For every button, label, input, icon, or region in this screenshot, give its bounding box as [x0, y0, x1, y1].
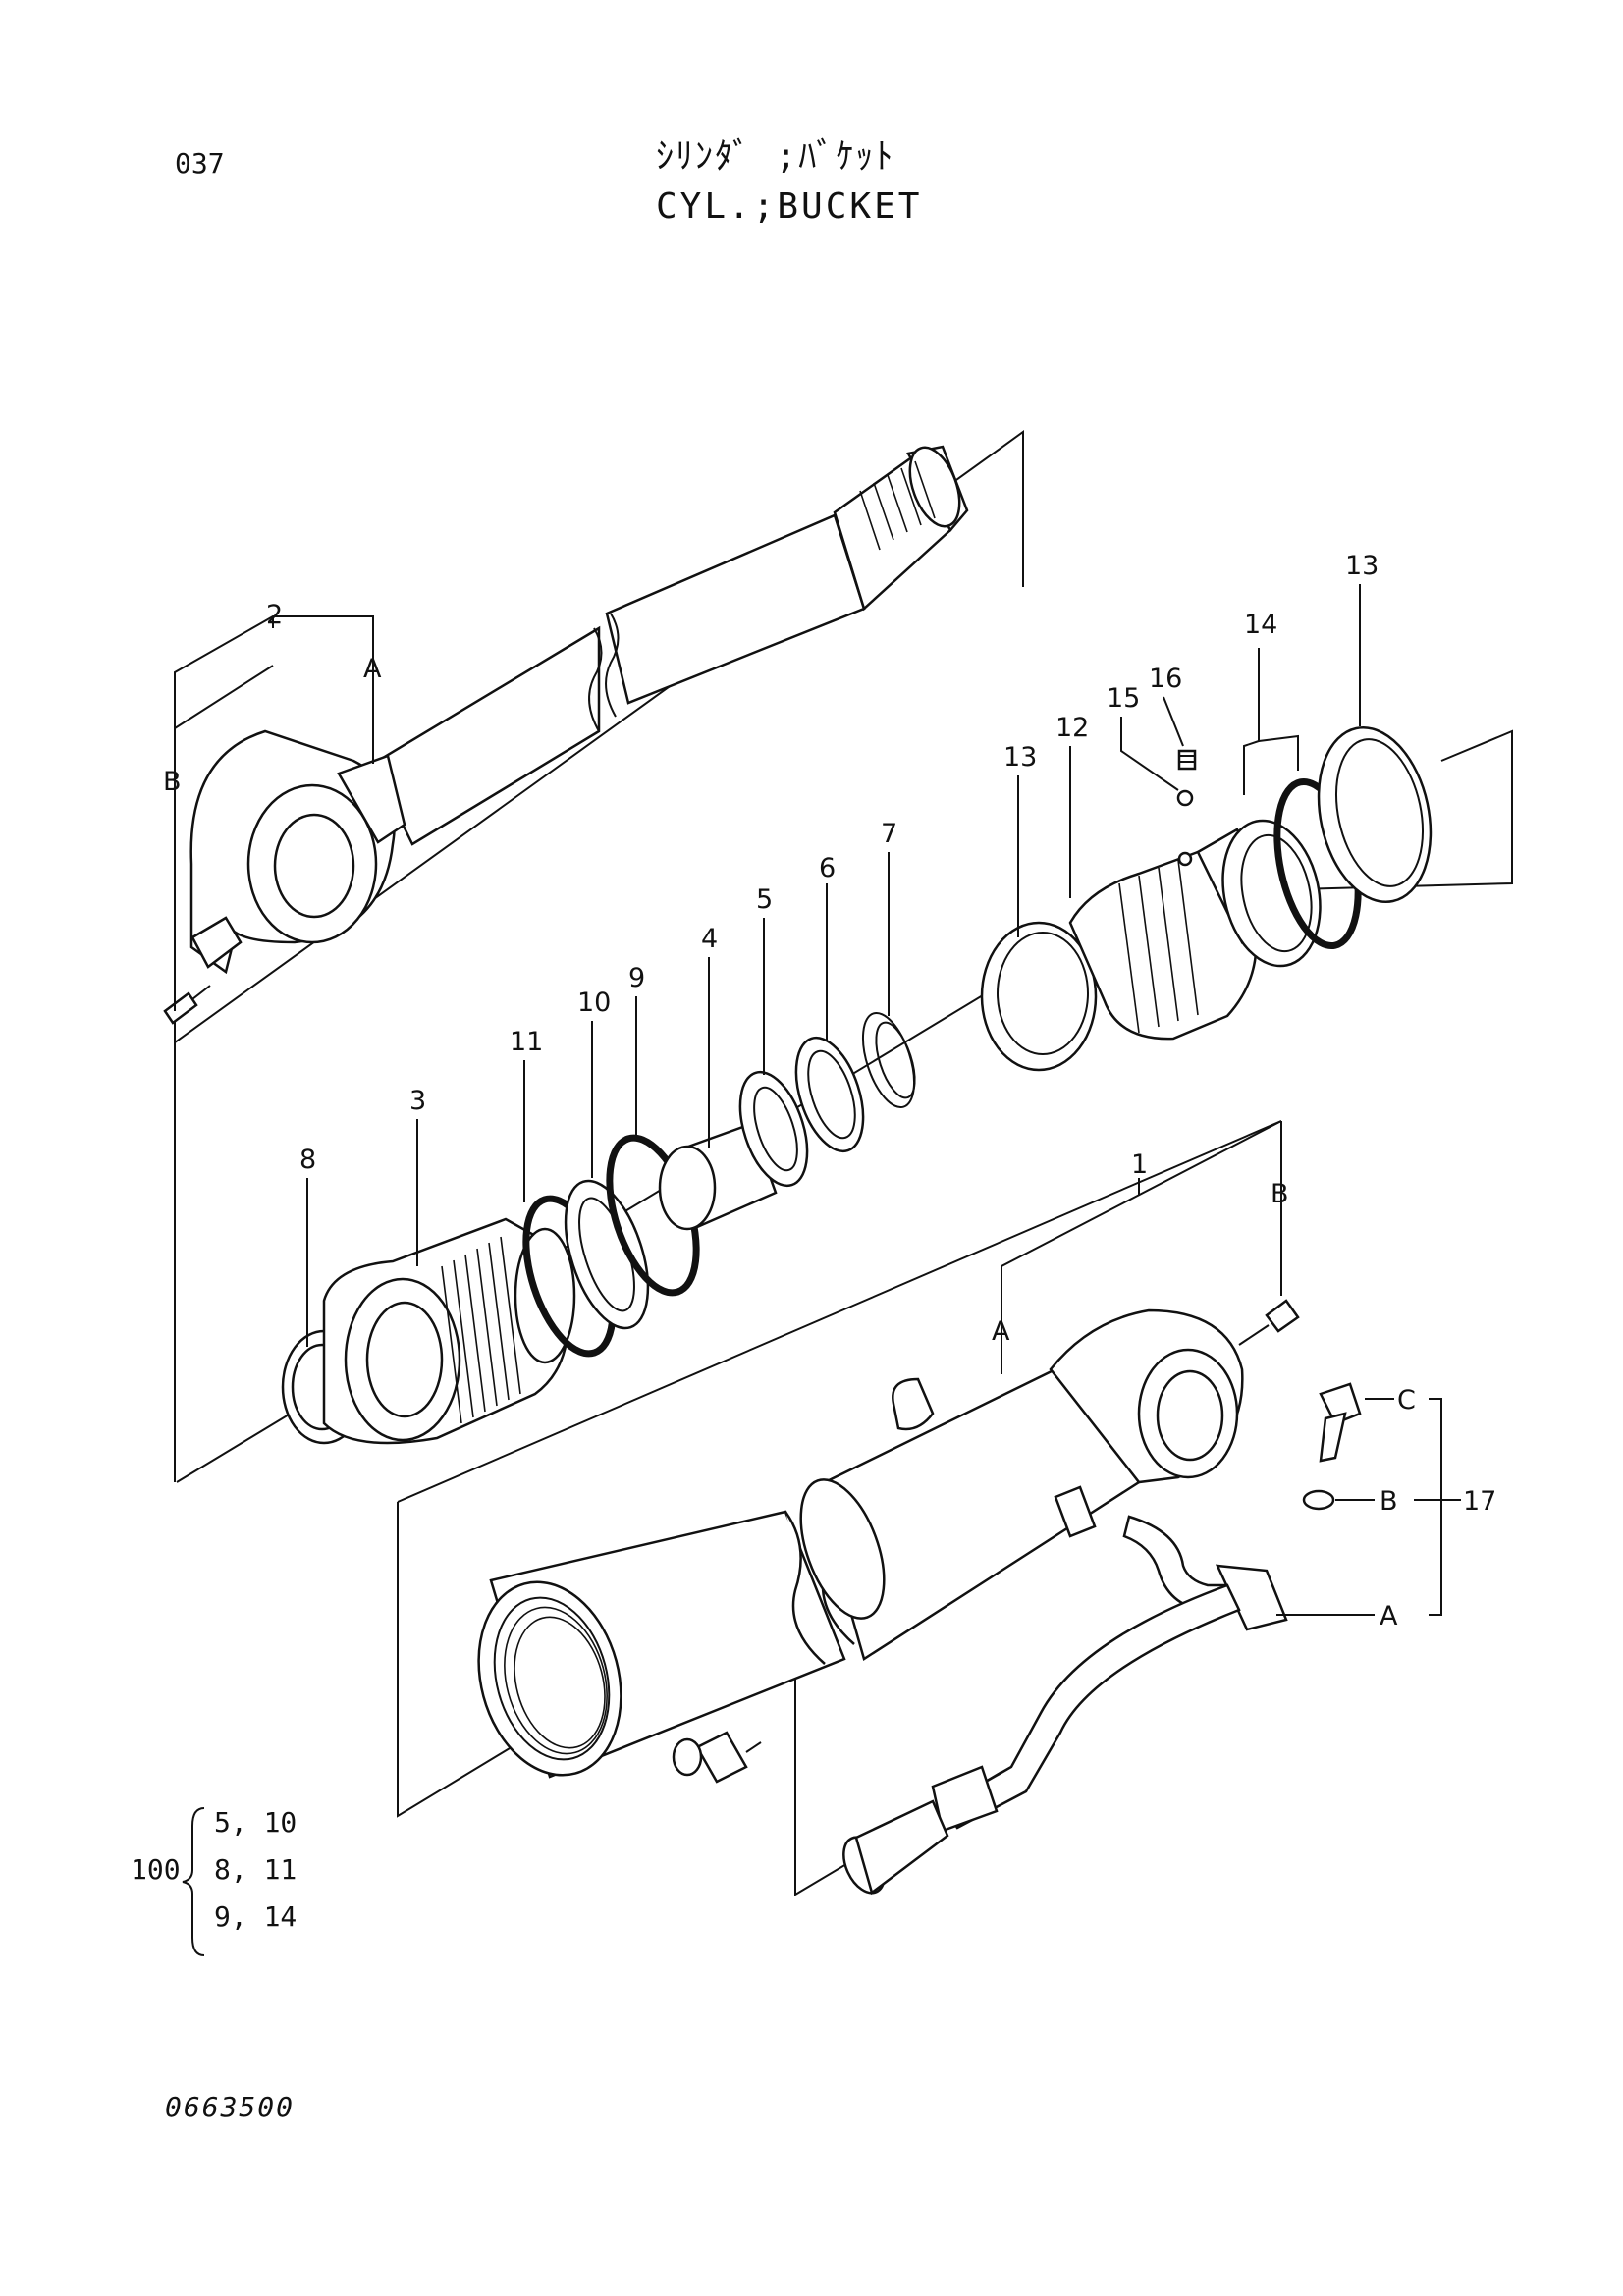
kit-brace: [182, 1807, 205, 1956]
seal-kit-row: 9, 14: [214, 1900, 298, 1933]
marker-tube-b: B: [1271, 1179, 1289, 1209]
callout-13b: 13: [1345, 551, 1379, 581]
callout-3: 3: [409, 1086, 426, 1116]
callout-1-bracket: [1001, 1120, 1282, 1374]
piston-rod-threads: [859, 460, 936, 551]
tube-port-face: [672, 1737, 703, 1777]
part-3-bore: [365, 1301, 444, 1418]
hydraulic-pipe: [941, 1583, 1241, 1830]
tube-port-fitting: [695, 1731, 748, 1784]
tube-border-top: [397, 1120, 1282, 1503]
piston-rod-assembly: [163, 430, 1024, 1044]
piston-rod-end: [908, 446, 961, 528]
part-4-bushing-end: [658, 1145, 717, 1231]
part-3-threads: [441, 1236, 521, 1424]
part-14-seal: [1221, 819, 1322, 968]
callout-17: 17: [1463, 1486, 1496, 1517]
callout-6: 6: [819, 853, 836, 883]
cylinder-stub-boss: [892, 1377, 935, 1431]
pipe-fitting-body: [854, 1799, 949, 1896]
tube-break-lower: [784, 1511, 826, 1665]
rod-eye-bore: [273, 813, 355, 919]
rod-eye-collar: [337, 754, 406, 844]
title-japanese: ｼﾘﾝﾀﾞ ;ﾊﾞｹｯﾄ: [656, 136, 895, 177]
part-12-hole: [1177, 851, 1193, 867]
callout-15: 15: [1107, 683, 1140, 714]
marker-tube-a: A: [992, 1316, 1010, 1347]
rod-break-right: [605, 613, 620, 718]
callout-17-bracket: [1429, 1398, 1442, 1616]
callout-12: 12: [1055, 713, 1089, 743]
title-english: CYL.;BUCKET: [656, 187, 923, 227]
piston-border-right: [1151, 729, 1513, 894]
marker-rod-a: A: [363, 654, 382, 684]
part-5-ring: [738, 1070, 809, 1188]
callout-labels: 1 2 3 4 5 6 7 8 9 10 11 12 13 13 14 15 1…: [163, 551, 1496, 1631]
grease-nipple-tube-icon: [1238, 1299, 1300, 1346]
marker-set-a: A: [1380, 1601, 1398, 1631]
grease-port-rod: [190, 916, 243, 969]
callout-1: 1: [1131, 1149, 1148, 1180]
part-17-washer: [1302, 1489, 1335, 1511]
part-17-bolt-shank: [1319, 1412, 1347, 1463]
cylinder-eye-bore: [1156, 1369, 1224, 1462]
callout-16-leader: [1163, 696, 1184, 747]
part-17-bolt-head: [1319, 1382, 1362, 1425]
cylinder-tube-break-face: [799, 1478, 886, 1620]
callout-11: 11: [510, 1027, 543, 1057]
part-16-set-screw: [1177, 749, 1197, 771]
callout-14: 14: [1244, 610, 1277, 640]
callout-16: 16: [1149, 664, 1182, 694]
marker-rod-b: B: [163, 767, 182, 797]
callout-4: 4: [701, 924, 718, 954]
document-code: 0663500: [165, 2091, 296, 2123]
piston-rod-shaft-lower: [371, 625, 601, 846]
part-6-ring: [794, 1036, 865, 1153]
part-12-grooves: [1118, 859, 1199, 1034]
seal-kit-row: 5, 10: [214, 1806, 298, 1839]
callout-5: 5: [756, 884, 773, 915]
rod-border-top: [174, 665, 274, 729]
pipe-clamp-upper: [1054, 1485, 1097, 1538]
cylinder-tube-assembly: [397, 1120, 1461, 1896]
piston-assembly: [980, 584, 1513, 1072]
page-number: 037: [175, 147, 225, 180]
callout-2: 2: [266, 600, 283, 630]
callout-14-leader: [1243, 648, 1260, 795]
piston-parts: [174, 852, 1153, 1483]
rod-break-left: [588, 627, 603, 732]
part-13-wear-ring-right: [1317, 725, 1433, 904]
callout-10: 10: [577, 988, 611, 1018]
marker-set-c: C: [1397, 1385, 1416, 1415]
part-15-steel-ball: [1176, 789, 1194, 807]
seal-kit-row: 8, 11: [214, 1853, 298, 1886]
piston-rod-shaft-upper: [605, 513, 866, 705]
grease-nipple-rod-icon: [163, 985, 211, 1025]
callout-9: 9: [628, 963, 645, 993]
seal-kit-number: 100: [131, 1853, 181, 1886]
part-13-wear-ring-left: [980, 921, 1098, 1072]
callout-8: 8: [299, 1145, 316, 1175]
callout-13a: 13: [1003, 742, 1037, 773]
callout-15-leader: [1120, 717, 1179, 791]
marker-set-b: B: [1380, 1486, 1398, 1517]
part-10-backup-ring: [564, 1179, 650, 1330]
callout-7: 7: [881, 819, 897, 849]
tube-internal-threads: [504, 1606, 608, 1755]
